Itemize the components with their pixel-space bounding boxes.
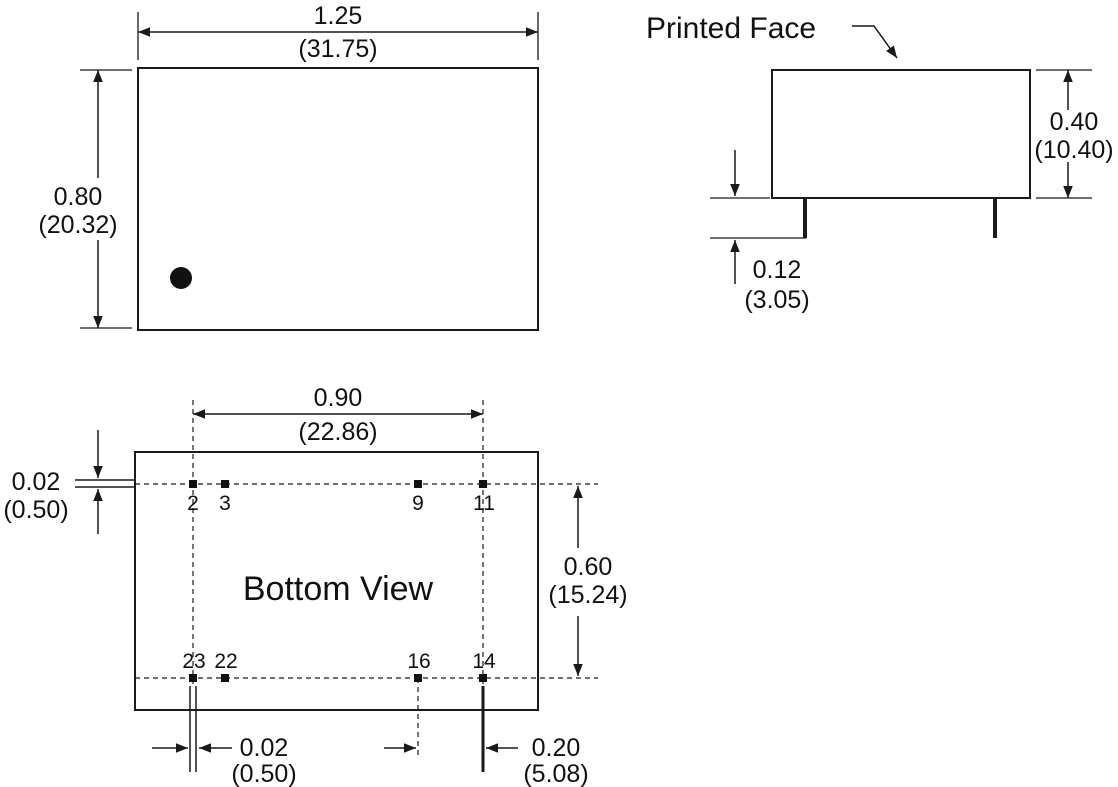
pin-label-14: 14 xyxy=(472,650,496,673)
dim-top-width-in: 1.25 xyxy=(314,2,363,30)
printed-face-leader-arrow xyxy=(852,25,898,59)
dim-bottom-pin-span: 0.90 (22.86) xyxy=(193,384,483,446)
dim-row-span-in: 0.60 xyxy=(564,553,613,581)
dim-top-width-mm: (31.75) xyxy=(298,35,377,63)
dim-pitch-mm: (5.08) xyxy=(523,760,588,787)
pin-14 xyxy=(479,674,487,682)
bottom-view: Bottom View xyxy=(3,384,627,787)
side-view: Printed Face 0.40 (10.40) 0.12 (3.05) xyxy=(646,12,1114,314)
pin-11 xyxy=(479,480,487,488)
dim-pin-width-left: 0.02 (0.50) xyxy=(3,430,103,534)
top-view: 1.25 (31.75) 0.80 (20.32) xyxy=(38,2,539,331)
pin-squares-top-row xyxy=(189,480,487,488)
dim-top-view-width: 1.25 (31.75) xyxy=(137,2,539,63)
dim-bottom-row-span: 0.60 (15.24) xyxy=(548,486,628,676)
dim-top-height-in: 0.80 xyxy=(54,183,103,211)
dim-span-mm: (22.86) xyxy=(298,418,377,446)
dim-top-height-mm: (20.32) xyxy=(38,211,117,239)
pin-label-11: 11 xyxy=(473,492,495,515)
pin-labels-top-row: 2 3 9 11 xyxy=(187,492,495,515)
printed-face-label: Printed Face xyxy=(646,12,816,45)
dim-pin-width-left-mm: (0.50) xyxy=(3,496,68,524)
pin-2 xyxy=(189,480,197,488)
dim-side-view-pin-length: 0.12 (3.05) xyxy=(710,150,810,314)
lines-below-body xyxy=(189,686,485,772)
pin-label-22: 22 xyxy=(214,650,237,673)
pin-row-double-line xyxy=(75,479,135,488)
dim-side-height-in: 0.40 xyxy=(1050,108,1099,136)
pin-label-2: 2 xyxy=(187,492,199,515)
dim-row-span-mm: (15.24) xyxy=(548,581,627,609)
dim-pin-width-bottom: 0.02 (0.50) xyxy=(152,734,297,787)
dim-top-view-height: 0.80 (20.32) xyxy=(38,69,132,329)
dim-side-view-height: 0.40 (10.40) xyxy=(1034,69,1114,199)
top-view-body xyxy=(137,67,539,331)
pin-22 xyxy=(221,674,229,682)
pin-label-16: 16 xyxy=(407,650,430,673)
side-view-body xyxy=(771,69,1031,199)
pin-label-23: 23 xyxy=(182,650,205,673)
pin-label-9: 9 xyxy=(412,492,424,515)
dim-pin-length-in: 0.12 xyxy=(753,256,802,284)
pin-3 xyxy=(221,480,229,488)
pin-labels-bottom-row: 23 22 16 14 xyxy=(182,650,496,673)
dim-side-height-mm: (10.40) xyxy=(1034,136,1113,164)
pin-label-3: 3 xyxy=(219,492,231,515)
centerlines xyxy=(135,400,598,758)
dim-pin-width-left-in: 0.02 xyxy=(12,468,61,496)
bottom-view-label: Bottom View xyxy=(243,570,434,608)
dim-pin-pitch: 0.20 (5.08) xyxy=(384,734,589,787)
pin-squares-bottom-row xyxy=(189,674,487,682)
dim-pin-length-mm: (3.05) xyxy=(744,286,809,314)
dim-pin-width-bottom-in: 0.02 xyxy=(240,734,289,762)
pin1-indicator-dot xyxy=(170,267,192,289)
dim-pin-width-bottom-mm: (0.50) xyxy=(231,760,296,787)
pin-16 xyxy=(414,674,422,682)
pin-23 xyxy=(189,674,197,682)
dim-pitch-in: 0.20 xyxy=(532,734,581,762)
pin-9 xyxy=(414,480,422,488)
dim-span-in: 0.90 xyxy=(314,384,363,412)
bottom-view-body xyxy=(134,451,539,711)
